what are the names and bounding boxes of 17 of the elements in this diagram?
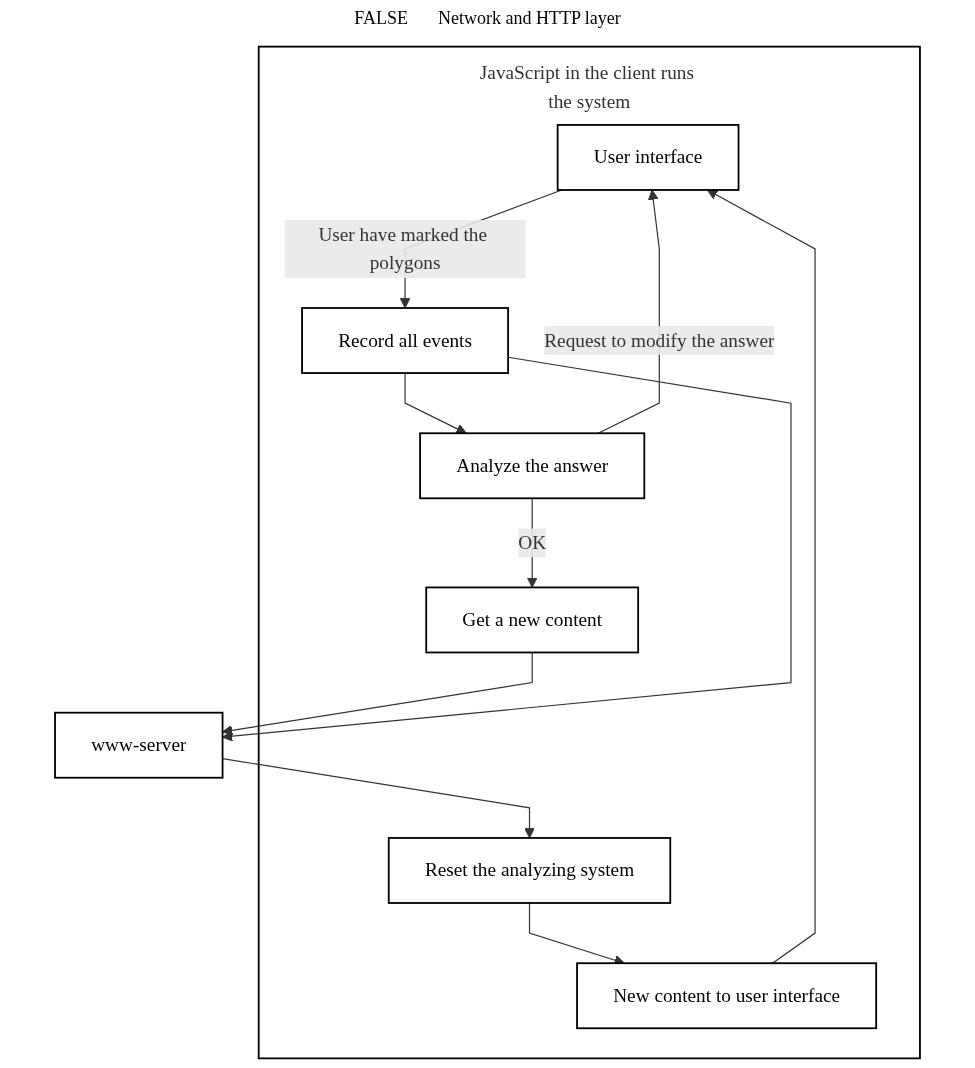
node-box: Analyze the answer — [419, 432, 646, 500]
node-box: New content to user interface — [576, 962, 878, 1030]
edge-label: User have marked the polygons — [318, 223, 487, 274]
note-text: Network and HTTP layer — [437, 8, 621, 29]
node-box: User interface — [556, 124, 740, 191]
node-box: Record all events — [301, 307, 509, 374]
arrow — [706, 189, 816, 964]
node-box: www-server — [54, 711, 224, 779]
arrow — [222, 651, 533, 736]
note-text: FALSE — [354, 8, 408, 29]
arrow — [404, 372, 467, 434]
node-box: Reset the analyzing system — [387, 837, 672, 904]
node-box: Get a new content — [425, 586, 640, 654]
arrow — [597, 189, 660, 434]
edge-label: OK — [518, 532, 547, 553]
edge-label: Request to modify the answer — [544, 329, 775, 351]
arrow — [222, 356, 792, 742]
